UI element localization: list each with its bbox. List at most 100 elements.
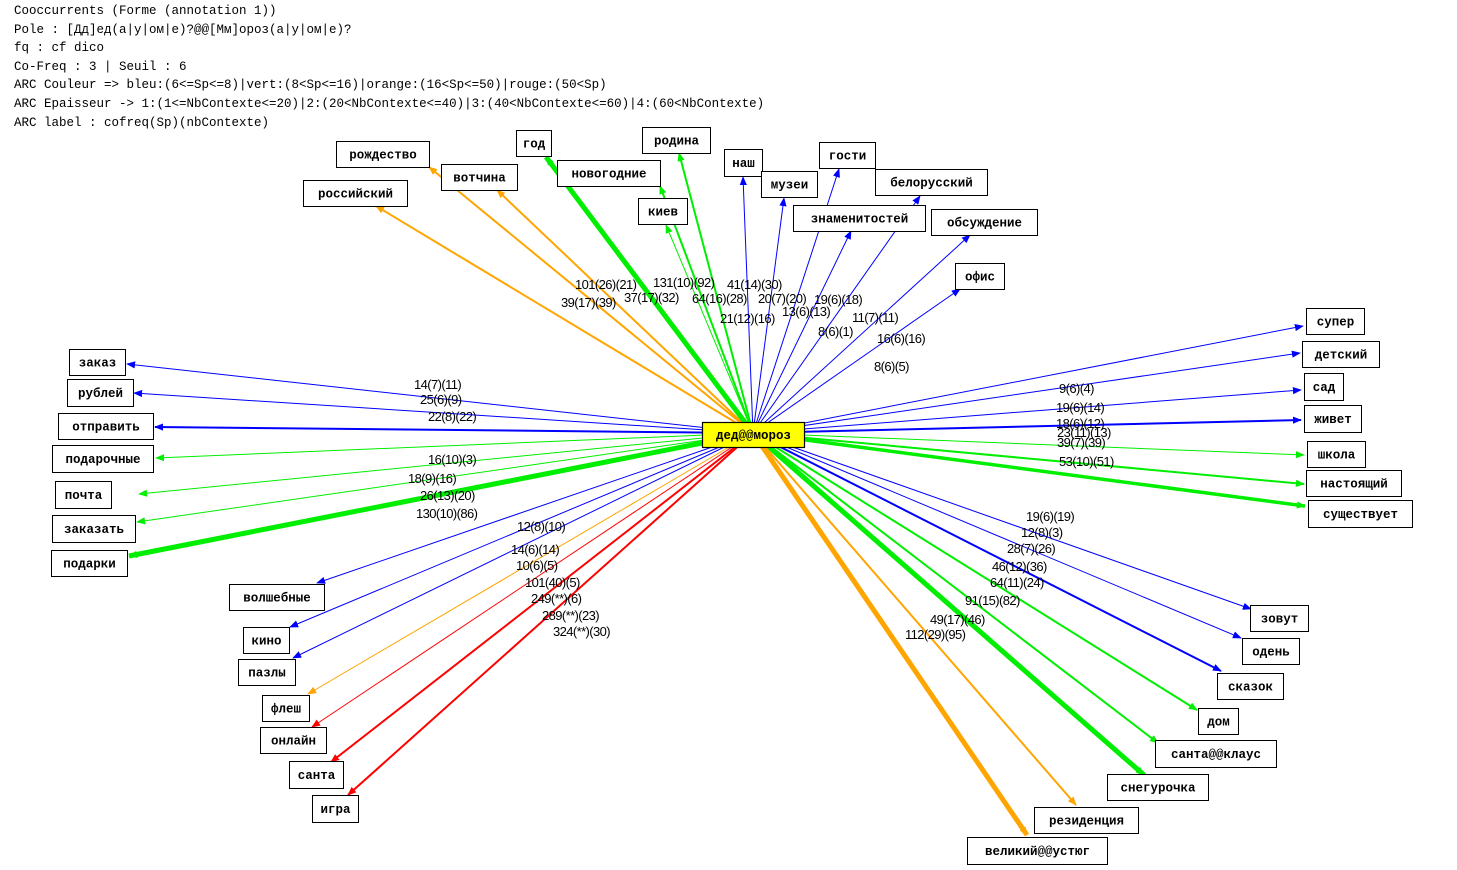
node-label: супер [1317, 316, 1355, 330]
node-обсуждение[interactable]: обсуждение [931, 209, 1038, 236]
node-белорусский[interactable]: белорусский [875, 169, 988, 196]
edge-резиденция [752, 432, 1077, 806]
node-пазлы[interactable]: пазлы [238, 659, 296, 686]
edge-label-российский: 39(17)(39) [561, 295, 616, 310]
node-волшебные[interactable]: волшебные [229, 584, 325, 611]
node-box [642, 127, 711, 154]
node-игра[interactable]: игра [312, 795, 359, 823]
node-супер[interactable]: супер [1306, 308, 1365, 335]
node-наш[interactable]: наш [724, 149, 763, 177]
edge-label-зовут: 19(6)(19) [1026, 509, 1074, 524]
node-label: гости [829, 150, 867, 164]
node-российский[interactable]: российский [303, 180, 408, 207]
node-box [724, 149, 763, 177]
edge-label-живет: 18(6)(12) [1056, 416, 1104, 431]
edge-белорусский [752, 195, 921, 434]
node-гости[interactable]: гости [819, 142, 876, 169]
node-label: школа [1318, 449, 1356, 463]
edge-родина [677, 152, 754, 434]
node-сказок[interactable]: сказок [1217, 673, 1284, 700]
node-настоящий[interactable]: настоящий [1306, 470, 1402, 497]
node-label: снегурочка [1120, 782, 1196, 796]
node-школа[interactable]: школа [1307, 441, 1366, 468]
header-title-line: Cooccurrents (Forme (annotation 1)) [14, 4, 277, 18]
header-legend: Cooccurrents (Forme (annotation 1)) Pole… [14, 2, 764, 132]
node-box [819, 142, 876, 169]
edge-label-пазлы: 10(6)(5) [516, 558, 558, 573]
node-родина[interactable]: родина [642, 127, 711, 154]
node-label: сказок [1228, 681, 1274, 695]
edge-label-гости: 13(6)(13) [782, 304, 830, 319]
edge-label-год: 131(10)(92) [653, 275, 715, 290]
node-box [1250, 605, 1309, 632]
node-label: настоящий [1320, 478, 1388, 492]
edge-сказок [752, 432, 1222, 672]
edge-label-одень: 12(8)(3) [1021, 525, 1063, 540]
node-label: подарочные [65, 453, 140, 467]
edge-снегурочка [751, 431, 1146, 777]
node-знаменитостей[interactable]: знаменитостей [793, 205, 926, 232]
edge-обсуждение [752, 234, 971, 434]
edge-label-обсуждение: 11(7)(11) [852, 310, 898, 325]
node-музеи[interactable]: музеи [761, 171, 818, 198]
node-подарки[interactable]: подарки [51, 550, 128, 577]
edge-подарки [128, 430, 754, 559]
node-онлайн[interactable]: онлайн [260, 727, 327, 754]
edge-label-киев: 64(16)(28) [692, 291, 747, 306]
node-box [303, 180, 408, 207]
node-box [262, 695, 310, 722]
edge-великий-устюг [750, 431, 1030, 837]
node-заказать[interactable]: заказать [52, 515, 136, 543]
node-box [243, 627, 290, 654]
edge-label-дом: 46(12)(36) [992, 559, 1047, 574]
node-label: обсуждение [947, 216, 1022, 231]
node-label: онлайн [271, 735, 316, 749]
node-label: санта@@клаус [1171, 748, 1261, 762]
node-label: рождество [349, 149, 417, 163]
node-киев[interactable]: киев [638, 198, 688, 225]
node-box [336, 141, 430, 168]
node-санта-клаус[interactable]: санта@@клаус [1155, 740, 1277, 768]
node-box [931, 209, 1038, 236]
node-рублей[interactable]: рублей [67, 379, 134, 407]
edge-флеш [307, 432, 754, 695]
node-детский[interactable]: детский [1302, 341, 1380, 368]
node-год[interactable]: год [516, 130, 552, 157]
node-box [312, 795, 359, 823]
node-флеш[interactable]: флеш [262, 695, 310, 722]
node-одень[interactable]: одень [1242, 638, 1300, 665]
graph-center-node[interactable]: дед@@мороз [701, 421, 806, 449]
node-санта[interactable]: санта [289, 761, 344, 789]
edge-label-настоящий: 39(7)(39) [1057, 435, 1105, 450]
edge-санта-клаус [752, 432, 1159, 744]
node-label: офис [965, 271, 995, 285]
node-отправить[interactable]: отправить [58, 413, 154, 440]
node-существует[interactable]: существует [1308, 500, 1413, 528]
node-новогодние[interactable]: новогодние [557, 160, 661, 187]
node-резиденция[interactable]: резиденция [1034, 807, 1139, 834]
edge-санта [330, 432, 754, 763]
node-кино[interactable]: кино [243, 627, 290, 654]
node-label: санта [298, 769, 336, 783]
header-fq-line: fq : cf dico [14, 41, 105, 56]
edge-киев [665, 224, 754, 434]
edge-супер [752, 324, 1304, 434]
edge-наш [739, 176, 754, 434]
node-дом[interactable]: дом [1198, 708, 1239, 735]
edge-школа [752, 432, 1305, 459]
edge-label-подарки: 130(10)(86) [416, 506, 478, 521]
node-label: заказать [64, 523, 124, 537]
node-сад[interactable]: сад [1304, 373, 1344, 401]
node-снегурочка[interactable]: снегурочка [1107, 774, 1209, 801]
node-зовут[interactable]: зовут [1250, 605, 1309, 632]
node-живет[interactable]: живет [1304, 405, 1362, 433]
node-box [238, 659, 296, 686]
node-почта[interactable]: почта [55, 481, 112, 509]
node-великий-устюг[interactable]: великий@@устюг [967, 837, 1108, 865]
node-рождество[interactable]: рождество [336, 141, 430, 168]
node-офис[interactable]: офис [955, 263, 1005, 290]
node-заказ[interactable]: заказ [69, 349, 126, 376]
node-вотчина[interactable]: вотчина [441, 164, 518, 191]
node-подарочные[interactable]: подарочные [52, 445, 154, 473]
